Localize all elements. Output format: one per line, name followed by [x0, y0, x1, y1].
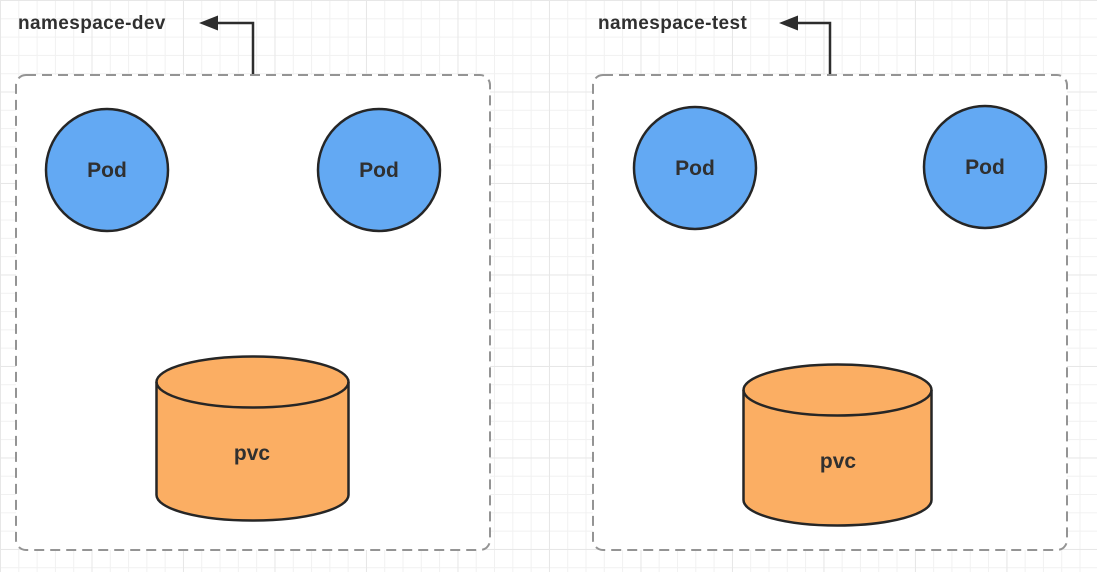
- pod-label: Pod: [359, 159, 399, 182]
- pvc-cylinder-body: [742, 363, 933, 527]
- namespace-test-label: namespace-test: [598, 13, 747, 34]
- pvc-cylinder-rim: [155, 381, 350, 409]
- pod-shape[interactable]: Pod: [632, 105, 758, 231]
- pod-shape[interactable]: Pod: [44, 107, 170, 233]
- pod-shape[interactable]: Pod: [922, 104, 1048, 230]
- pvc-cylinder-body: [155, 355, 350, 522]
- pod-label: Pod: [675, 157, 715, 180]
- pvc-label: pvc: [820, 450, 857, 473]
- namespace-dev-connector-arrow[interactable]: [199, 15, 255, 76]
- pvc-shape[interactable]: pvc: [742, 363, 933, 527]
- pod-circle: [316, 107, 442, 233]
- arrow-left-head-icon: [199, 15, 218, 31]
- pod-circle: [44, 107, 170, 233]
- namespace-dev-group: namespace-dev Pod Pod pvc: [15, 13, 491, 551]
- pod-circle: [922, 104, 1048, 230]
- namespace-test-group: namespace-test Pod Pod pvc: [592, 13, 1068, 551]
- pvc-shape[interactable]: pvc: [155, 355, 350, 522]
- pvc-cylinder-rim: [742, 389, 933, 417]
- arrow-left-head-icon: [779, 15, 798, 31]
- namespace-test-connector-arrow[interactable]: [779, 15, 832, 76]
- pod-label: Pod: [87, 159, 127, 182]
- arrow-line: [797, 21, 832, 75]
- namespace-dev-label: namespace-dev: [18, 13, 166, 34]
- pod-label: Pod: [965, 156, 1005, 179]
- pod-circle: [632, 105, 758, 231]
- arrow-line: [217, 21, 255, 75]
- pvc-label: pvc: [234, 442, 271, 465]
- pod-shape[interactable]: Pod: [316, 107, 442, 233]
